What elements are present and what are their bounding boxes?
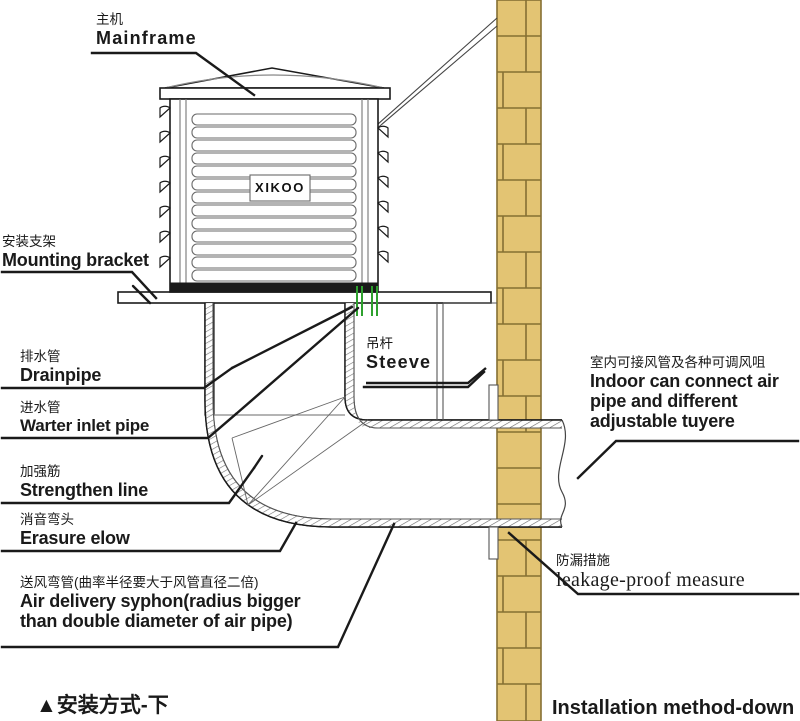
label-erasure-elbow-en: Erasure elow <box>20 527 130 548</box>
leader-lines <box>0 51 800 649</box>
label-indoor-connect-cn: 室内可接风管及各种可调风咀 <box>590 355 766 370</box>
label-air-delivery-syphon-cn: 送风弯管(曲率半径要大于风管直径二倍) <box>20 575 259 590</box>
side-tabs-left <box>159 105 171 269</box>
label-strengthen-line: 加强筋 Strengthen line <box>20 464 148 500</box>
caption-en: Installation method-down <box>552 697 795 719</box>
label-indoor-connect-en-3: adjustable tuyere <box>590 410 735 431</box>
label-mainframe-cn: 主机 <box>96 12 123 27</box>
label-drainpipe: 排水管 Drainpipe <box>20 349 101 385</box>
label-steeve-en: Steeve <box>366 351 432 372</box>
label-mainframe: 主机 Mainframe <box>96 12 197 48</box>
label-leakage-proof-cn: 防漏措施 <box>556 553 610 568</box>
brick-wall <box>496 0 542 721</box>
label-steeve: 吊杆 Steeve <box>366 336 431 372</box>
duct-wall-flange <box>436 302 499 560</box>
label-erasure-elbow: 消音弯头 Erasure elow <box>20 512 130 548</box>
strengthen-lines <box>231 396 369 506</box>
label-mainframe-en: Mainframe <box>96 27 197 48</box>
mainframe-unit <box>159 67 391 293</box>
label-drainpipe-en: Drainpipe <box>20 364 102 385</box>
label-mounting-bracket: 安装支架 Mounting bracket <box>2 234 149 270</box>
mounting-bracket <box>117 291 492 304</box>
label-air-delivery-syphon-en-2: than double diameter of air pipe) <box>20 610 293 631</box>
label-mounting-bracket-cn: 安装支架 <box>2 234 56 249</box>
label-air-delivery-syphon: 送风弯管(曲率半径要大于风管直径二倍) Air delivery syphon(… <box>20 575 301 631</box>
label-air-delivery-syphon-en-1: Air delivery syphon(radius bigger <box>20 590 301 611</box>
unit-brand-logo: XIKOO <box>255 180 305 195</box>
label-indoor-connect-en-2: pipe and different <box>590 390 738 411</box>
label-strengthen-line-en: Strengthen line <box>20 479 149 500</box>
label-erasure-elbow-cn: 消音弯头 <box>20 512 74 527</box>
louver-grille <box>191 113 357 282</box>
caption-cn: ▲安装方式-下 <box>36 694 169 717</box>
label-indoor-connect: 室内可接风管及各种可调风咀 Indoor can connect air pip… <box>590 355 779 431</box>
label-leakage-proof: 防漏措施 leakage-proof measure <box>556 553 745 591</box>
duct-break-line <box>557 419 567 528</box>
label-leakage-proof-en: leakage-proof measure <box>556 568 745 591</box>
label-strengthen-line-cn: 加强筋 <box>20 464 61 479</box>
label-water-inlet-pipe-cn: 进水管 <box>20 400 61 415</box>
label-mounting-bracket-en: Mounting bracket <box>2 249 149 270</box>
label-drainpipe-cn: 排水管 <box>20 349 61 364</box>
erasure-elbow-and-syphon <box>204 303 562 528</box>
steeve-rods <box>356 286 378 316</box>
label-water-inlet-pipe: 进水管 Warter inlet pipe <box>20 400 149 435</box>
side-tabs-right <box>377 125 389 264</box>
label-steeve-cn: 吊杆 <box>366 336 393 351</box>
detail-pointers <box>131 284 360 470</box>
steeve-leader-line <box>366 367 487 385</box>
label-water-inlet-pipe-en: Warter inlet pipe <box>20 415 150 435</box>
label-indoor-connect-en-1: Indoor can connect air <box>590 370 779 391</box>
